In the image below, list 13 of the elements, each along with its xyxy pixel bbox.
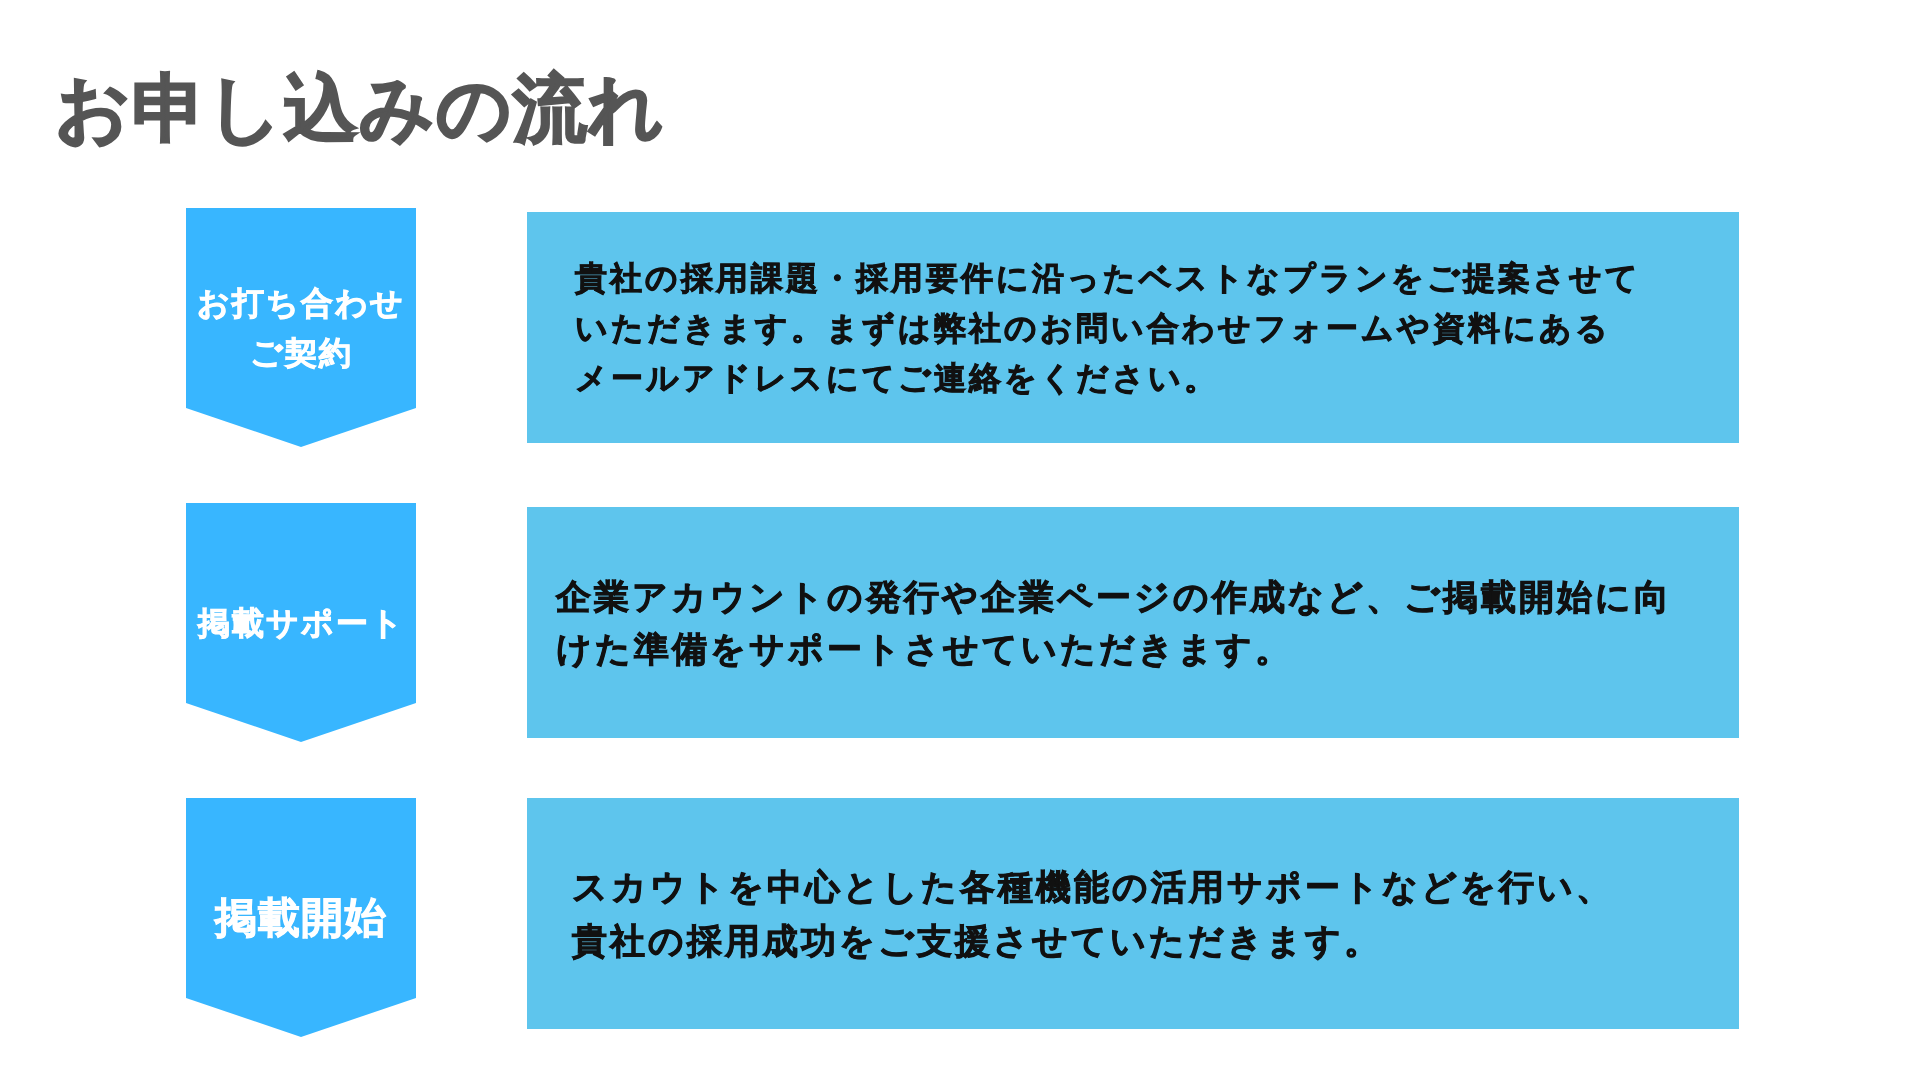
step-arrow-shape: [186, 208, 416, 447]
description-text: スカウトを中心とした各種機能の活用サポートなどを行い、貴社の採用成功をご支援させていただきます。: [572, 865, 1615, 963]
step-label: 掲載サポート: [196, 602, 406, 644]
title: お申し込みの流れ: [55, 64, 665, 153]
step-arrow-shape: [186, 798, 416, 1037]
step-arrow-shape: [186, 503, 416, 742]
description-text: 貴社の採用課題・採用要件に沿ったベストなプランをご提案させていただきます。まずは弊社のお問い合わせフォームや資料にあるメールアドレスにてご連絡をください。: [575, 257, 1642, 399]
description-text: 企業アカウントの発行や企業ページの作成など、ご掲載開始に向けた準備をサポートさせていただきます。: [556, 575, 1673, 671]
description-panel: [527, 507, 1739, 738]
description-panel: [527, 798, 1739, 1029]
description-panel: [527, 212, 1739, 443]
step-label: 掲載開始: [213, 891, 388, 944]
step-label: お打ち合わせご契約: [196, 282, 406, 374]
